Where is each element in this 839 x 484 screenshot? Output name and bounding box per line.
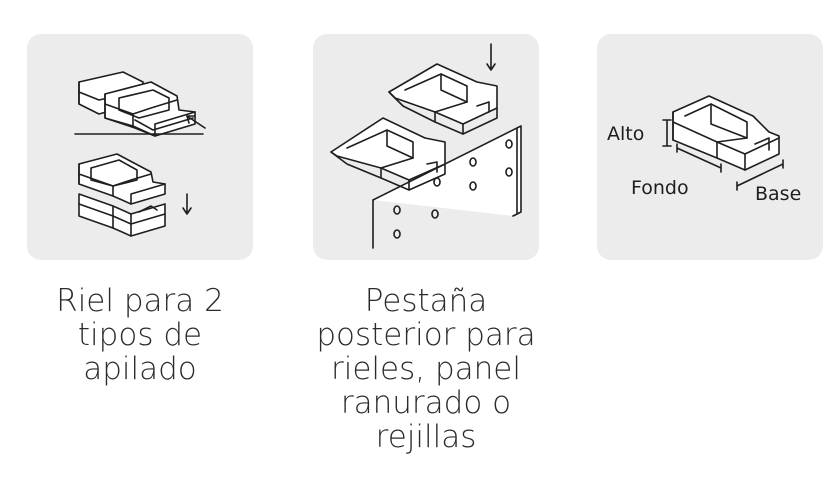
caption-stacking-rail: Riel para 2 tipos de apilado (20, 284, 260, 386)
dimension-label-width: Base (755, 183, 801, 205)
caption-line: rieles, panel (331, 351, 521, 387)
card-bin-dimensions: Alto Fondo Base (597, 34, 823, 260)
bin-dimensions-icon: Alto Fondo Base (607, 95, 801, 205)
caption-line: Pestaña (364, 283, 488, 319)
caption-line: apilado (83, 351, 197, 387)
caption-line: rejillas (375, 419, 477, 455)
caption-line: ranurado o (340, 385, 512, 421)
stacking-rail-icon (74, 71, 206, 237)
card-stacking-rail (27, 34, 253, 260)
dimension-label-height: Alto (607, 123, 644, 145)
card-back-hang-tab (313, 34, 539, 260)
dimension-label-depth: Fondo (631, 177, 689, 199)
caption-line: posterior para (316, 317, 536, 353)
caption-line: tipos de (77, 317, 203, 353)
back-hang-tab-icon (330, 43, 522, 249)
caption-back-hang-tab: Pestaña posterior para rieles, panel ran… (306, 284, 546, 454)
caption-line: Riel para 2 (56, 283, 224, 319)
